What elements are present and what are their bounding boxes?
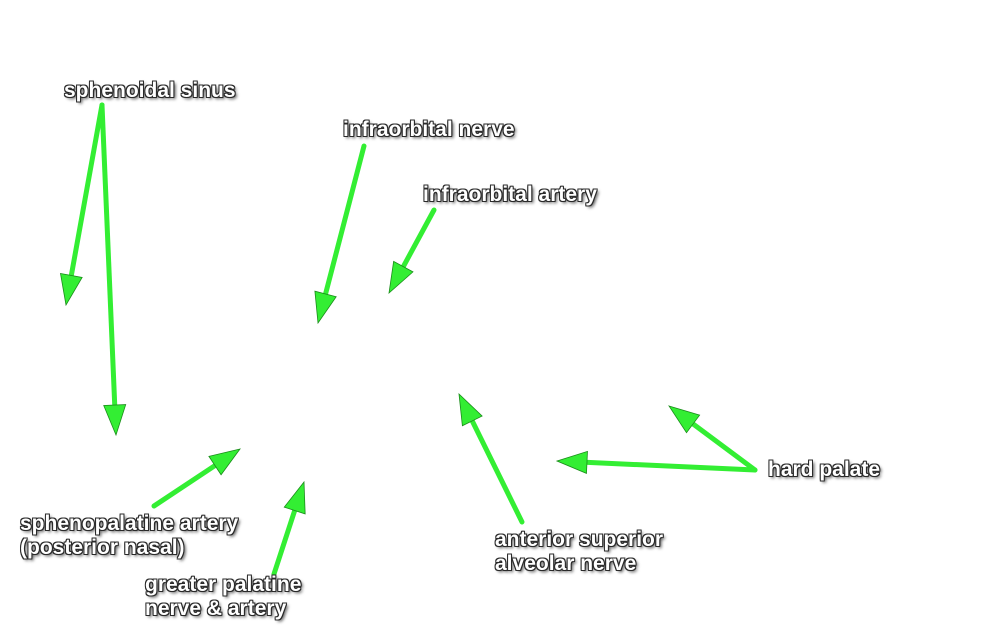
arrow-hard-palate-a-shaft <box>582 459 758 473</box>
label-infraorbital-artery: infraorbital artery <box>423 183 597 206</box>
label-greater-palatine: greater palatine nerve & artery <box>145 573 301 621</box>
label-anterior-superior-alveolar-line2: alveolar nerve <box>495 552 637 575</box>
arrow-hard-palate-a-head <box>555 450 588 474</box>
arrow-anterior-superior-alveolar-nerve <box>458 392 525 525</box>
label-sphenopalatine-artery: sphenopalatine artery (posterior nasal) <box>20 512 238 560</box>
arrow-layer <box>59 102 758 577</box>
arrow-infraorbital-artery <box>388 207 437 295</box>
arrow-anterior-superior-alveolar-nerve-head <box>458 392 483 427</box>
arrow-greater-palatine-shaft <box>271 506 298 577</box>
arrow-anterior-superior-alveolar-nerve-shaft <box>468 416 525 525</box>
label-anterior-superior-alveolar-nerve: anterior superior alveolar nerve <box>495 528 663 576</box>
arrow-greater-palatine-head <box>283 480 306 515</box>
arrow-sphenoidal-sinus-a <box>59 102 105 307</box>
label-hard-palate: hard palate <box>768 458 881 481</box>
label-infraorbital-nerve: infraorbital nerve <box>343 118 515 141</box>
arrow-infraorbital-nerve-shaft <box>322 143 367 299</box>
label-sphenopalatine-artery-line2: (posterior nasal) <box>20 536 185 559</box>
arrow-infraorbital-nerve <box>314 143 367 325</box>
arrow-sphenoidal-sinus-b-head <box>103 404 127 437</box>
arrow-sphenoidal-sinus-b <box>99 102 127 437</box>
arrow-hard-palate-b <box>668 405 758 473</box>
arrow-infraorbital-artery-shaft <box>399 207 437 271</box>
arrow-sphenopalatine-artery <box>151 448 241 509</box>
arrow-infraorbital-nerve-head <box>314 290 337 325</box>
arrow-sphenoidal-sinus-a-head <box>59 273 83 307</box>
label-greater-palatine-line2: nerve & artery <box>145 597 287 620</box>
label-sphenoidal-sinus: sphenoidal sinus <box>64 79 236 102</box>
label-anterior-superior-alveolar-line1: anterior superior <box>495 528 664 551</box>
label-sphenopalatine-artery-line1: sphenopalatine artery <box>20 512 239 535</box>
label-greater-palatine-line1: greater palatine <box>145 573 302 596</box>
arrow-hard-palate-b-shaft <box>688 420 758 473</box>
arrow-hard-palate-a <box>555 450 758 474</box>
arrow-sphenopalatine-artery-head <box>208 448 241 476</box>
arrow-greater-palatine <box>271 480 306 577</box>
arrow-sphenopalatine-artery-shaft <box>151 461 220 509</box>
arrow-hard-palate-b-head <box>668 405 701 434</box>
arrow-sphenoidal-sinus-a-shaft <box>68 102 105 280</box>
arrow-sphenoidal-sinus-b-shaft <box>99 102 118 410</box>
arrow-infraorbital-artery-head <box>388 260 414 295</box>
